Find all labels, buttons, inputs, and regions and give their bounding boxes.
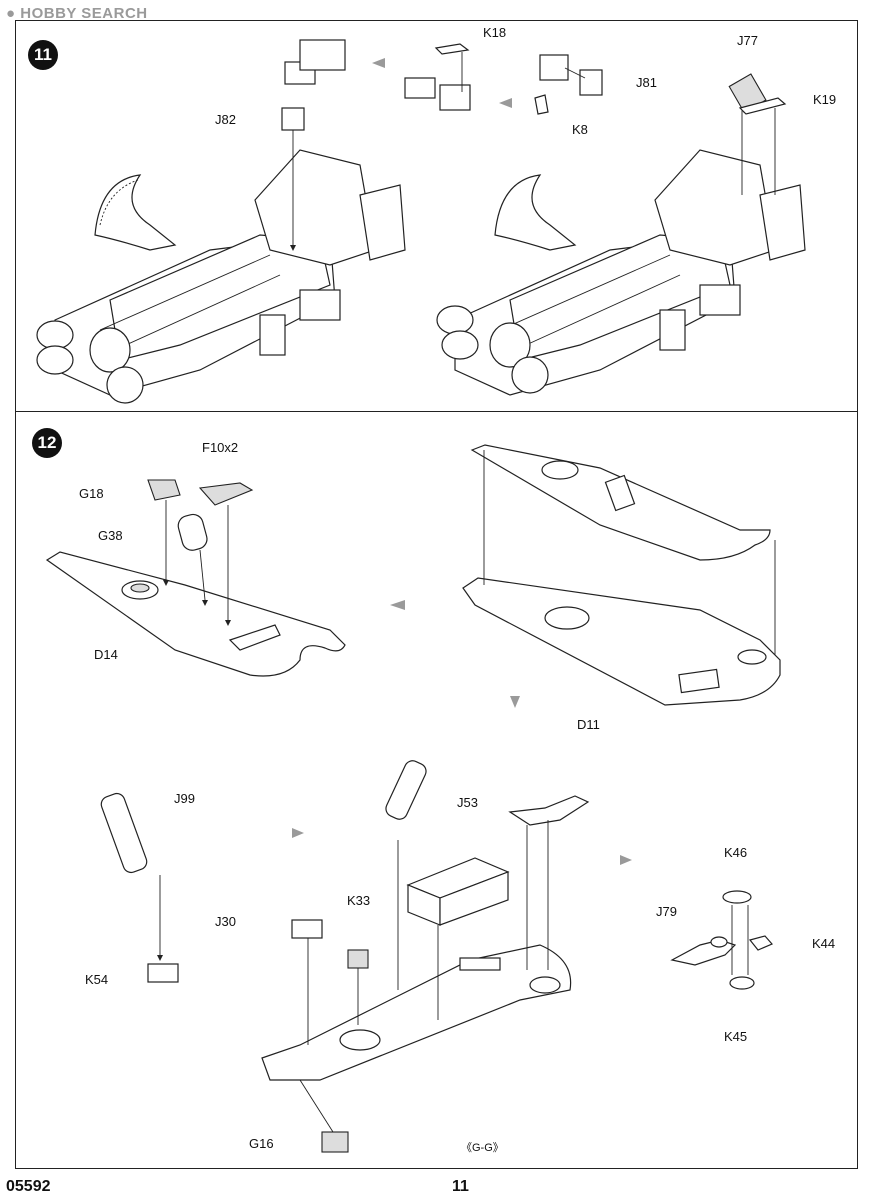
gun-assembly-right [436, 54, 806, 396]
part-label-j30: J30 [215, 914, 236, 929]
part-label-k18: K18 [483, 25, 507, 40]
part-label-j53: J53 [457, 795, 478, 810]
part-label-k33: K33 [347, 893, 371, 908]
part-label-g38: G38 [98, 528, 123, 543]
product-code: 05592 [6, 1178, 51, 1195]
part-label-j79: J79 [656, 904, 677, 919]
watermark-logo: ● HOBBY SEARCH [6, 5, 148, 22]
part-label-j81: J81 [636, 75, 657, 90]
part-label-j82: J82 [215, 112, 236, 127]
part-label-d14: D14 [94, 647, 118, 662]
view-label: 《G-G》 [461, 1142, 504, 1154]
watermark-text: HOBBY SEARCH [20, 5, 148, 22]
part-label-d11: D11 [577, 717, 600, 732]
part-label-k19: K19 [813, 92, 837, 107]
part-label-j77: J77 [737, 33, 758, 48]
gun-assembly-left [36, 39, 512, 404]
step-number-badge: 12 [32, 428, 62, 458]
part-j99-k54 [100, 792, 179, 983]
trail-d14 [45, 479, 346, 677]
part-label-j99: J99 [174, 791, 195, 806]
trail-d11 [462, 444, 781, 706]
part-cluster-j79 [670, 890, 773, 990]
part-label-f10: F10x2 [202, 440, 239, 455]
part-label-k44: K44 [812, 936, 836, 951]
part-label-k8: K8 [572, 122, 588, 137]
part-label-k45: K45 [724, 1029, 748, 1044]
part-label-g16: G16 [249, 1136, 274, 1151]
part-label-g18: G18 [79, 486, 104, 501]
part-label-k46: K46 [724, 845, 748, 860]
page-number: 11 [452, 1178, 469, 1195]
step-number-badge: 11 [28, 40, 58, 70]
step-12-panel [15, 411, 858, 1169]
logo-icon: ● [6, 5, 16, 22]
lower-carriage-assembly [261, 760, 590, 1153]
part-label-k54: K54 [85, 972, 109, 987]
